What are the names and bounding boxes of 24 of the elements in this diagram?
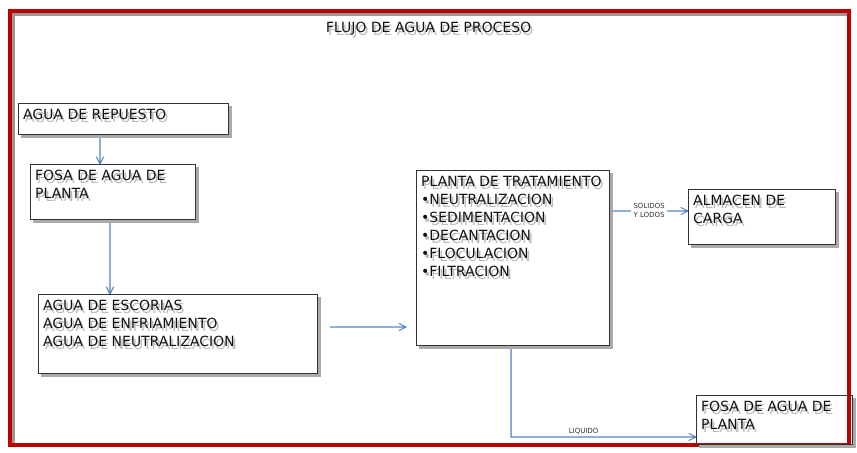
box-text: AGUA DE REPUESTO: [23, 106, 168, 124]
process-box: [38, 294, 318, 374]
box-text: FOSA DE AGUA DE PLANTA: [35, 167, 166, 203]
process-box: [416, 170, 610, 346]
box-text: ALMACEN DE CARGA: [693, 192, 786, 228]
process-box: [30, 164, 196, 220]
diagram-title: FLUJO DE AGUA DE PROCESO: [326, 20, 532, 36]
box-text: AGUA DE ESCORIAS: [43, 297, 184, 315]
box-text: AGUA DE NEUTRALIZACION: [43, 333, 236, 351]
list-item: •FLOCULACION: [421, 245, 530, 263]
box-heading: PLANTA DE TRATAMIENTO: [421, 173, 603, 191]
list-item: •SEDIMENTACION: [421, 209, 546, 227]
process-box: [688, 189, 836, 245]
arrow: [106, 220, 114, 295]
arrow: [96, 135, 104, 165]
process-box: [696, 395, 853, 445]
list-item: •NEUTRALIZACION: [421, 191, 554, 209]
process-box: [18, 103, 229, 135]
list-item: •DECANTACION: [421, 227, 532, 245]
box-text: AGUA DE ENFRIAMIENTO: [43, 315, 218, 333]
arrow: [510, 346, 697, 442]
list-item: •FILTRACION: [421, 263, 511, 281]
arrow: [330, 322, 407, 332]
box-text: FOSA DE AGUA DE PLANTA: [701, 398, 832, 434]
